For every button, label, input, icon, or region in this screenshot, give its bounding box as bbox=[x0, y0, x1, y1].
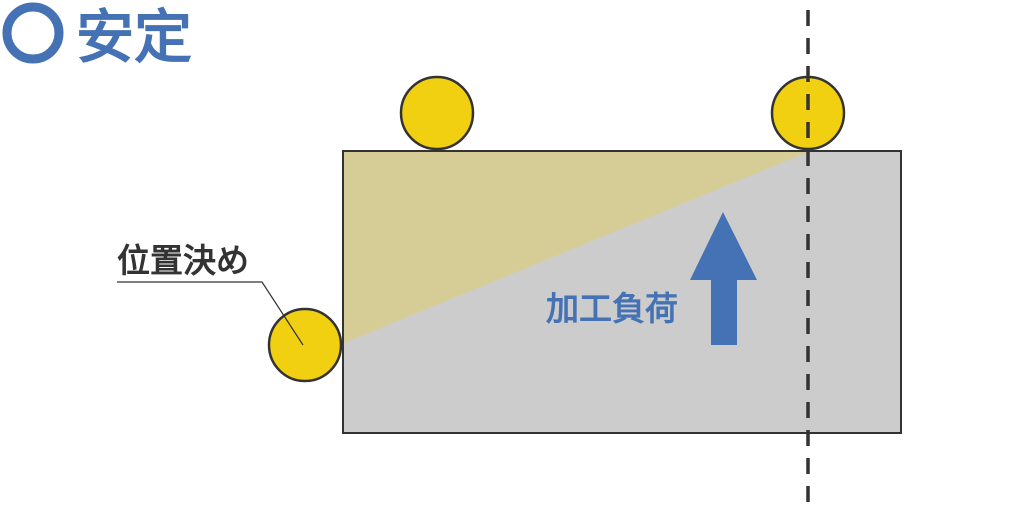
positioning-pin bbox=[267, 307, 343, 383]
positioning-label: 位置決め bbox=[117, 241, 249, 280]
diagram-title: 安定 bbox=[76, 3, 192, 71]
load-arrow-icon bbox=[690, 212, 757, 345]
positioning-leader-line bbox=[117, 281, 304, 346]
circle-mark-icon bbox=[2, 2, 64, 64]
workpiece-outline bbox=[342, 150, 902, 434]
machining-load-label: 加工負荷 bbox=[546, 289, 678, 328]
support-pin-right bbox=[770, 75, 846, 151]
support-pin-left bbox=[399, 75, 475, 151]
stable-zone bbox=[344, 152, 808, 343]
